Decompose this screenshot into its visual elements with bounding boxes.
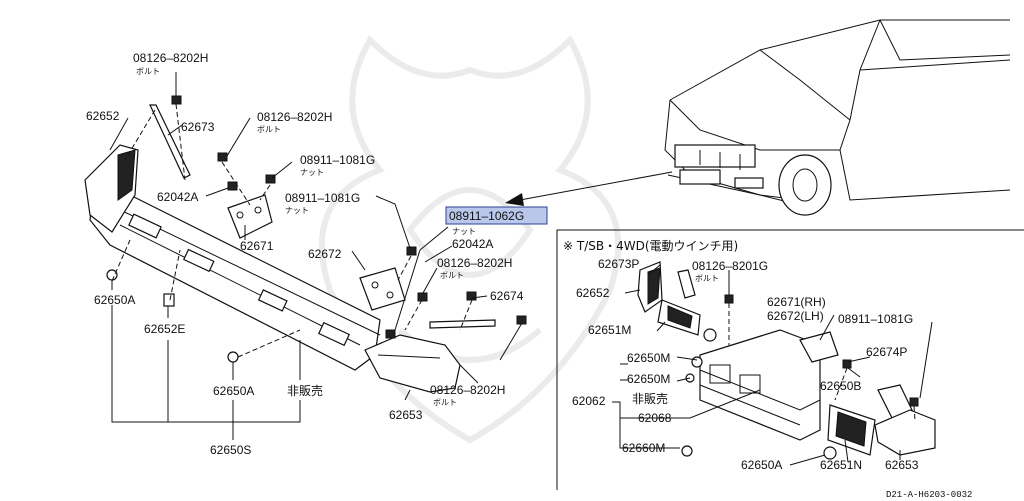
label-bolt-mid-note: ボルト [257,125,281,134]
inset-label-62650b: 62650B [820,379,861,393]
callout-arrow [505,171,673,206]
inset-label-62062: 62062 [572,394,606,408]
label-62650a-1: 62650A [94,293,135,307]
inset-label-62068: 62068 [638,411,672,425]
label-nut-b-note: ナット [285,206,309,215]
inset-label-nut: 08911–1081G [838,312,913,326]
main-labels: 08126–8202H ボルト 62652 62673 08126–8202H … [86,51,548,457]
inset-label-62650m-2: 62650M [627,372,670,386]
leader-lines [109,72,523,440]
inset-label-62651m: 62651M [588,323,631,337]
label-62674: 62674 [490,289,524,303]
label-nut-a-note: ナット [300,168,324,177]
inset-label-62652: 62652 [576,286,610,300]
label-62652e: 62652E [144,322,185,336]
label-62673: 62673 [181,120,215,134]
inset-labels: 62673P 08126–8201G ボルト 62652 62671(RH) 6… [572,257,919,472]
label-bolt-right-note: ボルト [440,271,464,280]
inset-label-62650m-1: 62650M [627,351,670,365]
label-nut-b: 08911–1081G [285,191,360,205]
inset-label-62653: 62653 [885,458,919,472]
inset-label-not-sold: 非販売 [632,391,668,406]
label-highlight-part: 08911–1062G [449,209,524,223]
inset-title: ※ T/SB・4WD(電動ウインチ用) [563,239,738,253]
truck-illustration [664,19,1011,216]
bumper-assembly [84,95,527,393]
inset-panel: ※ T/SB・4WD(電動ウインチ用) [556,229,1024,490]
label-bolt-top-note: ボルト [136,67,160,76]
label-bolt-mid: 08126–8202H [257,110,332,124]
inset-label-62660m: 62660M [622,441,665,455]
diagram-code: D21-A-H6203-0032 [886,490,972,500]
inset-label-62671: 62671(RH) [767,295,826,309]
label-62653: 62653 [389,408,423,422]
label-62650s: 62650S [210,443,251,457]
label-bolt-low: 08126–8202H [430,383,505,397]
label-bolt-low-note: ボルト [433,398,457,407]
label-62652: 62652 [86,109,120,123]
label-62650a-2: 62650A [213,384,254,398]
label-62671: 62671 [240,239,274,253]
highlight-box[interactable] [445,206,548,225]
label-nut-a: 08911–1081G [300,153,375,167]
inset-label-62672: 62672(LH) [767,309,824,323]
label-62042a-2: 62042A [452,237,493,251]
inset-label-62650a: 62650A [741,458,782,472]
label-highlight-note: ナット [452,227,476,236]
inset-label-62674p: 62674P [866,345,907,359]
label-62042a-1: 62042A [157,190,198,204]
inset-label-62651n: 62651N [820,458,862,472]
inset-label-bolt-note: ボルト [695,274,719,283]
label-bolt-top: 08126–8202H [133,51,208,65]
label-bolt-right: 08126–8202H [437,256,512,270]
label-not-sold-1: 非販売 [287,383,323,398]
inset-label-bolt: 08126–8201G [692,259,768,273]
inset-label-62673p: 62673P [598,257,639,271]
label-62672: 62672 [308,247,342,261]
